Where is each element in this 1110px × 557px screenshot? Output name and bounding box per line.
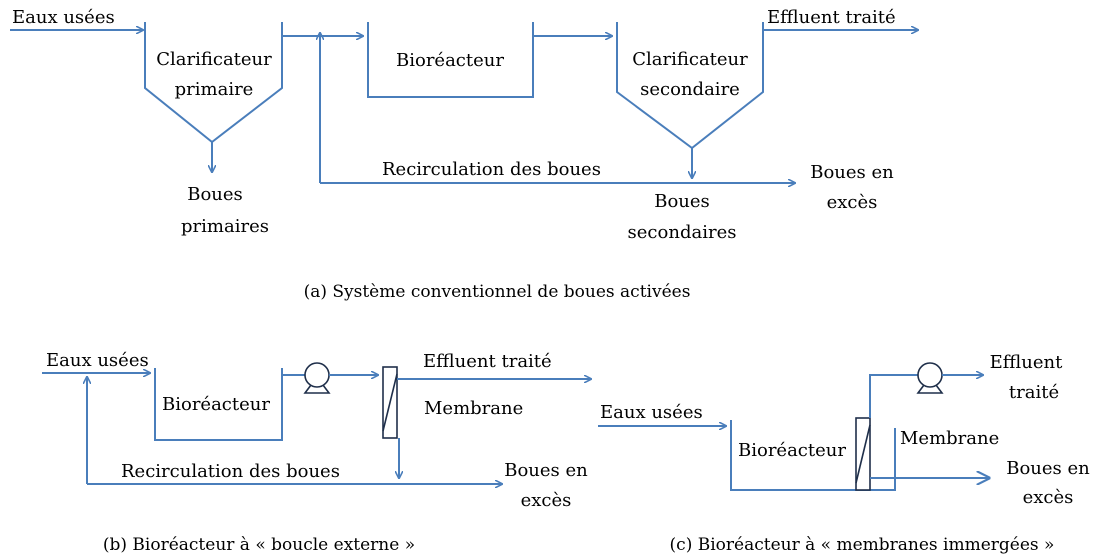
effluent-label-b: Effluent traité: [423, 351, 552, 372]
membrane-icon: [382, 366, 398, 439]
primary-clarifier-label-a: Clarificateur: [156, 49, 272, 70]
permeate-riser-c: [869, 374, 918, 418]
bioreactor-tank-b: [154, 368, 283, 441]
diagram-a: Eaux usées Clarificateur primaire Bioréa…: [10, 7, 918, 302]
bioreactor-label-c: Bioréacteur: [738, 440, 846, 461]
bioreactor-label-a: Bioréacteur: [396, 50, 504, 71]
effluent-label-c: Effluent: [990, 352, 1064, 373]
primary-clarifier-label-a-line2: primaire: [175, 79, 254, 100]
bioreactor-tank-c: [730, 420, 896, 491]
membrane-label-b: Membrane: [424, 398, 523, 419]
recirculation-label-b: Recirculation des boues: [121, 461, 340, 482]
primary-sludge-label-a: Boues: [187, 184, 243, 205]
inlet-label-b: Eaux usées: [46, 350, 149, 371]
diagram-b: Eaux usées Bioréacteur Effluent traité M…: [42, 350, 591, 555]
effluent-label-a: Effluent traité: [767, 7, 896, 28]
secondary-clarifier-label-a: Clarificateur: [632, 49, 748, 70]
effluent-label-c-line2: traité: [1009, 382, 1059, 403]
excess-sludge-label-b-line2: excès: [521, 490, 572, 511]
caption-b: (b) Bioréacteur à « boucle externe »: [103, 535, 415, 555]
secondary-sludge-label-a-line2: secondaires: [628, 222, 737, 243]
excess-sludge-label-a-line2: excès: [827, 192, 878, 213]
caption-a: (a) Système conventionnel de boues activ…: [304, 282, 691, 302]
excess-sludge-label-b: Boues en: [504, 460, 588, 481]
excess-sludge-label-c: Boues en: [1006, 458, 1090, 479]
inlet-label-a: Eaux usées: [12, 7, 115, 28]
inlet-label-c: Eaux usées: [600, 402, 703, 423]
membrane-label-c: Membrane: [900, 428, 999, 449]
bioreactor-tank-a: [367, 22, 534, 98]
secondary-sludge-label-a: Boues: [654, 191, 710, 212]
recirculation-label-a: Recirculation des boues: [382, 159, 601, 180]
excess-sludge-label-a: Boues en: [810, 162, 894, 183]
primary-sludge-label-a-line2: primaires: [181, 216, 269, 237]
caption-c: (c) Bioréacteur à « membranes immergées …: [670, 535, 1055, 555]
secondary-clarifier-label-a-line2: secondaire: [640, 79, 740, 100]
pump-icon: [303, 362, 331, 394]
diagram-c: Eaux usées Bioréacteur Effluent traité M…: [598, 352, 1090, 555]
membrane-icon: [855, 417, 871, 491]
pump-icon: [916, 362, 944, 394]
excess-sludge-label-c-line2: excès: [1023, 487, 1074, 508]
bioreactor-label-b: Bioréacteur: [162, 394, 270, 415]
